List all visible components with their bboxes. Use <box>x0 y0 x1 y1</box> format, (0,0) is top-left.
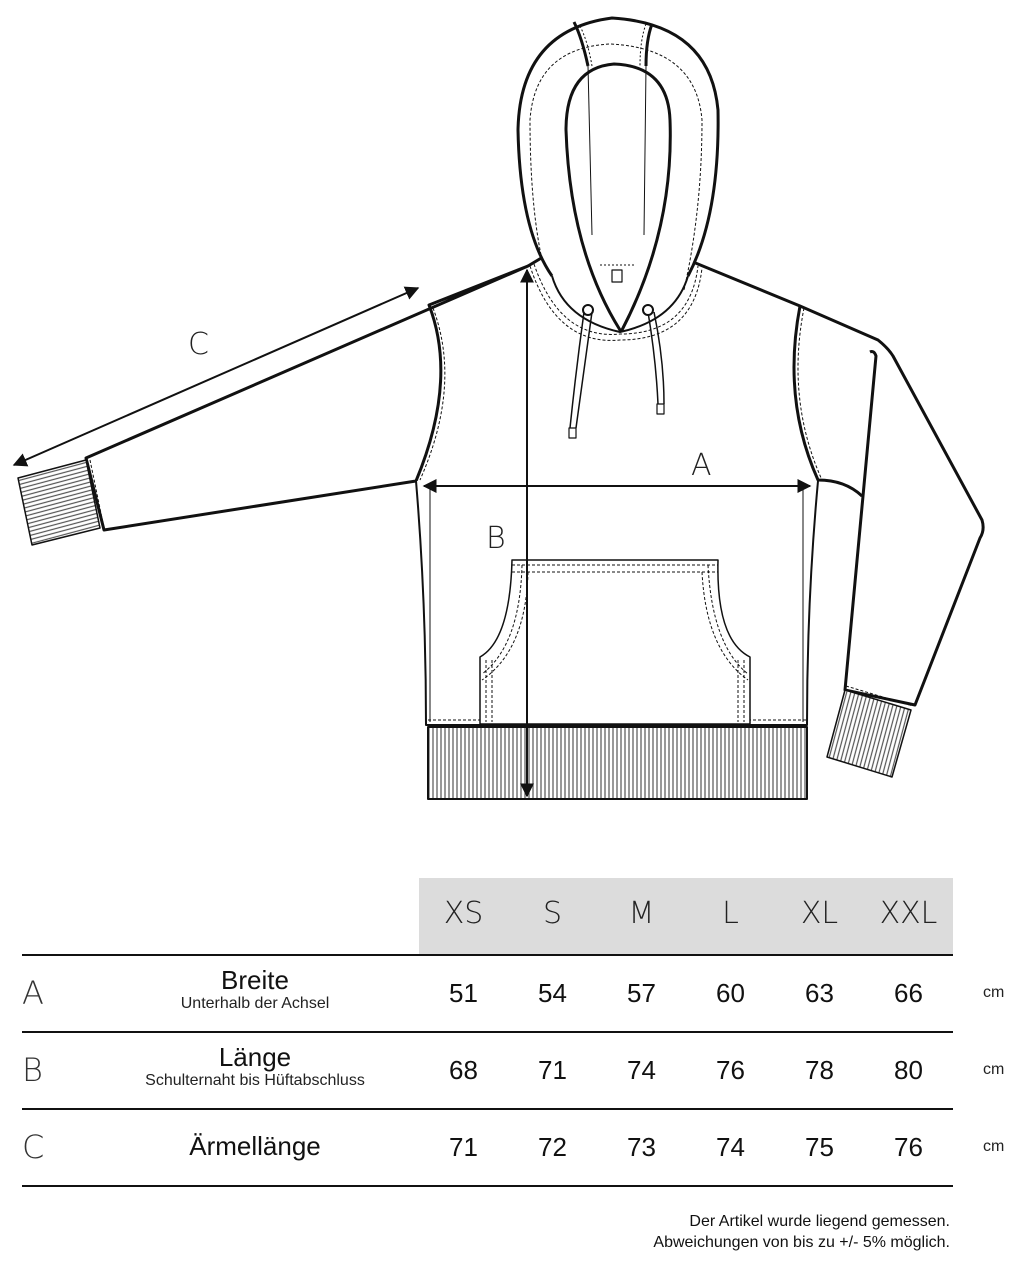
label-a: A <box>691 448 712 483</box>
measurement-title: Breite <box>221 965 289 995</box>
table-row: B Länge Schulternaht bis Hüftabschluss 6… <box>0 1033 1020 1109</box>
unit-label: cm <box>983 1138 1005 1155</box>
row-letter: A <box>22 974 44 1012</box>
value-m: 73 <box>627 1132 656 1162</box>
measurement-subtitle: Unterhalb der Achsel <box>180 995 330 1012</box>
hoodie-diagram: A B C <box>12 16 985 800</box>
value-m: 74 <box>627 1055 656 1085</box>
value-xs: 71 <box>449 1132 478 1162</box>
neckline-seam <box>533 263 699 335</box>
neck-label <box>611 269 623 283</box>
value-xs: 68 <box>449 1055 478 1085</box>
right-cuff <box>826 689 912 778</box>
hood-inner <box>564 62 672 332</box>
value-s: 72 <box>538 1132 567 1162</box>
size-m: M <box>628 896 655 931</box>
label-c: C <box>188 327 209 362</box>
hood-seam <box>529 43 703 291</box>
drawstring-left <box>569 311 593 429</box>
row-letter: C <box>22 1128 45 1166</box>
value-xl: 78 <box>805 1055 834 1085</box>
footnote-line-2: Abweichungen von bis zu +/- 5% möglich. <box>653 1234 950 1251</box>
value-xl: 75 <box>805 1132 834 1162</box>
unit-label: cm <box>983 984 1005 1001</box>
table-divider <box>22 1185 953 1187</box>
measurement-name: Länge Schulternaht bis Hüftabschluss <box>95 1043 415 1091</box>
size-l: L <box>722 896 739 931</box>
measurement-title: Ärmellänge <box>189 1131 321 1161</box>
table-row: A Breite Unterhalb der Achsel 51 54 57 6… <box>0 956 1020 1032</box>
table-divider <box>22 1108 953 1110</box>
value-l: 60 <box>716 978 745 1008</box>
measurement-name: Breite Unterhalb der Achsel <box>95 966 415 1014</box>
footnote: Der Artikel wurde liegend gemessen. Abwe… <box>653 1211 950 1253</box>
value-l: 74 <box>716 1132 745 1162</box>
table-divider <box>22 1031 953 1033</box>
size-xl: XL <box>800 896 839 931</box>
size-xxl: XXL <box>879 896 938 931</box>
left-armhole-seam <box>419 307 446 481</box>
hoodie-body <box>17 16 985 800</box>
value-m: 57 <box>627 978 656 1008</box>
value-xl: 63 <box>805 978 834 1008</box>
value-s: 54 <box>538 978 567 1008</box>
value-l: 76 <box>716 1055 745 1085</box>
measurement-name: Ärmellänge <box>95 1132 415 1160</box>
value-s: 71 <box>538 1055 567 1085</box>
value-xs: 51 <box>449 978 478 1008</box>
right-sleeve <box>692 260 985 707</box>
kangaroo-pocket <box>479 559 751 725</box>
waistband <box>427 726 808 800</box>
measurement-title: Länge <box>218 1042 292 1072</box>
row-letter: B <box>22 1051 43 1089</box>
size-xs: XS <box>443 896 484 931</box>
arrow-c <box>12 286 420 467</box>
value-xxl: 80 <box>894 1055 923 1085</box>
footnote-line-1: Der Artikel wurde liegend gemessen. <box>689 1213 950 1230</box>
measurement-arrows <box>12 268 812 798</box>
size-header: XS S M L XL XXL <box>419 878 953 954</box>
table-divider <box>22 954 953 956</box>
label-b: B <box>486 521 506 556</box>
measurement-subtitle: Schulternaht bis Hüftabschluss <box>145 1072 365 1089</box>
value-xxl: 66 <box>894 978 923 1008</box>
size-s: S <box>542 896 563 931</box>
table-row: C Ärmellänge 71 72 73 74 75 76 cm <box>0 1110 1020 1186</box>
left-cuff <box>17 459 101 546</box>
drawstring-left-right <box>647 311 665 405</box>
value-xxl: 76 <box>894 1132 923 1162</box>
unit-label: cm <box>983 1061 1005 1078</box>
